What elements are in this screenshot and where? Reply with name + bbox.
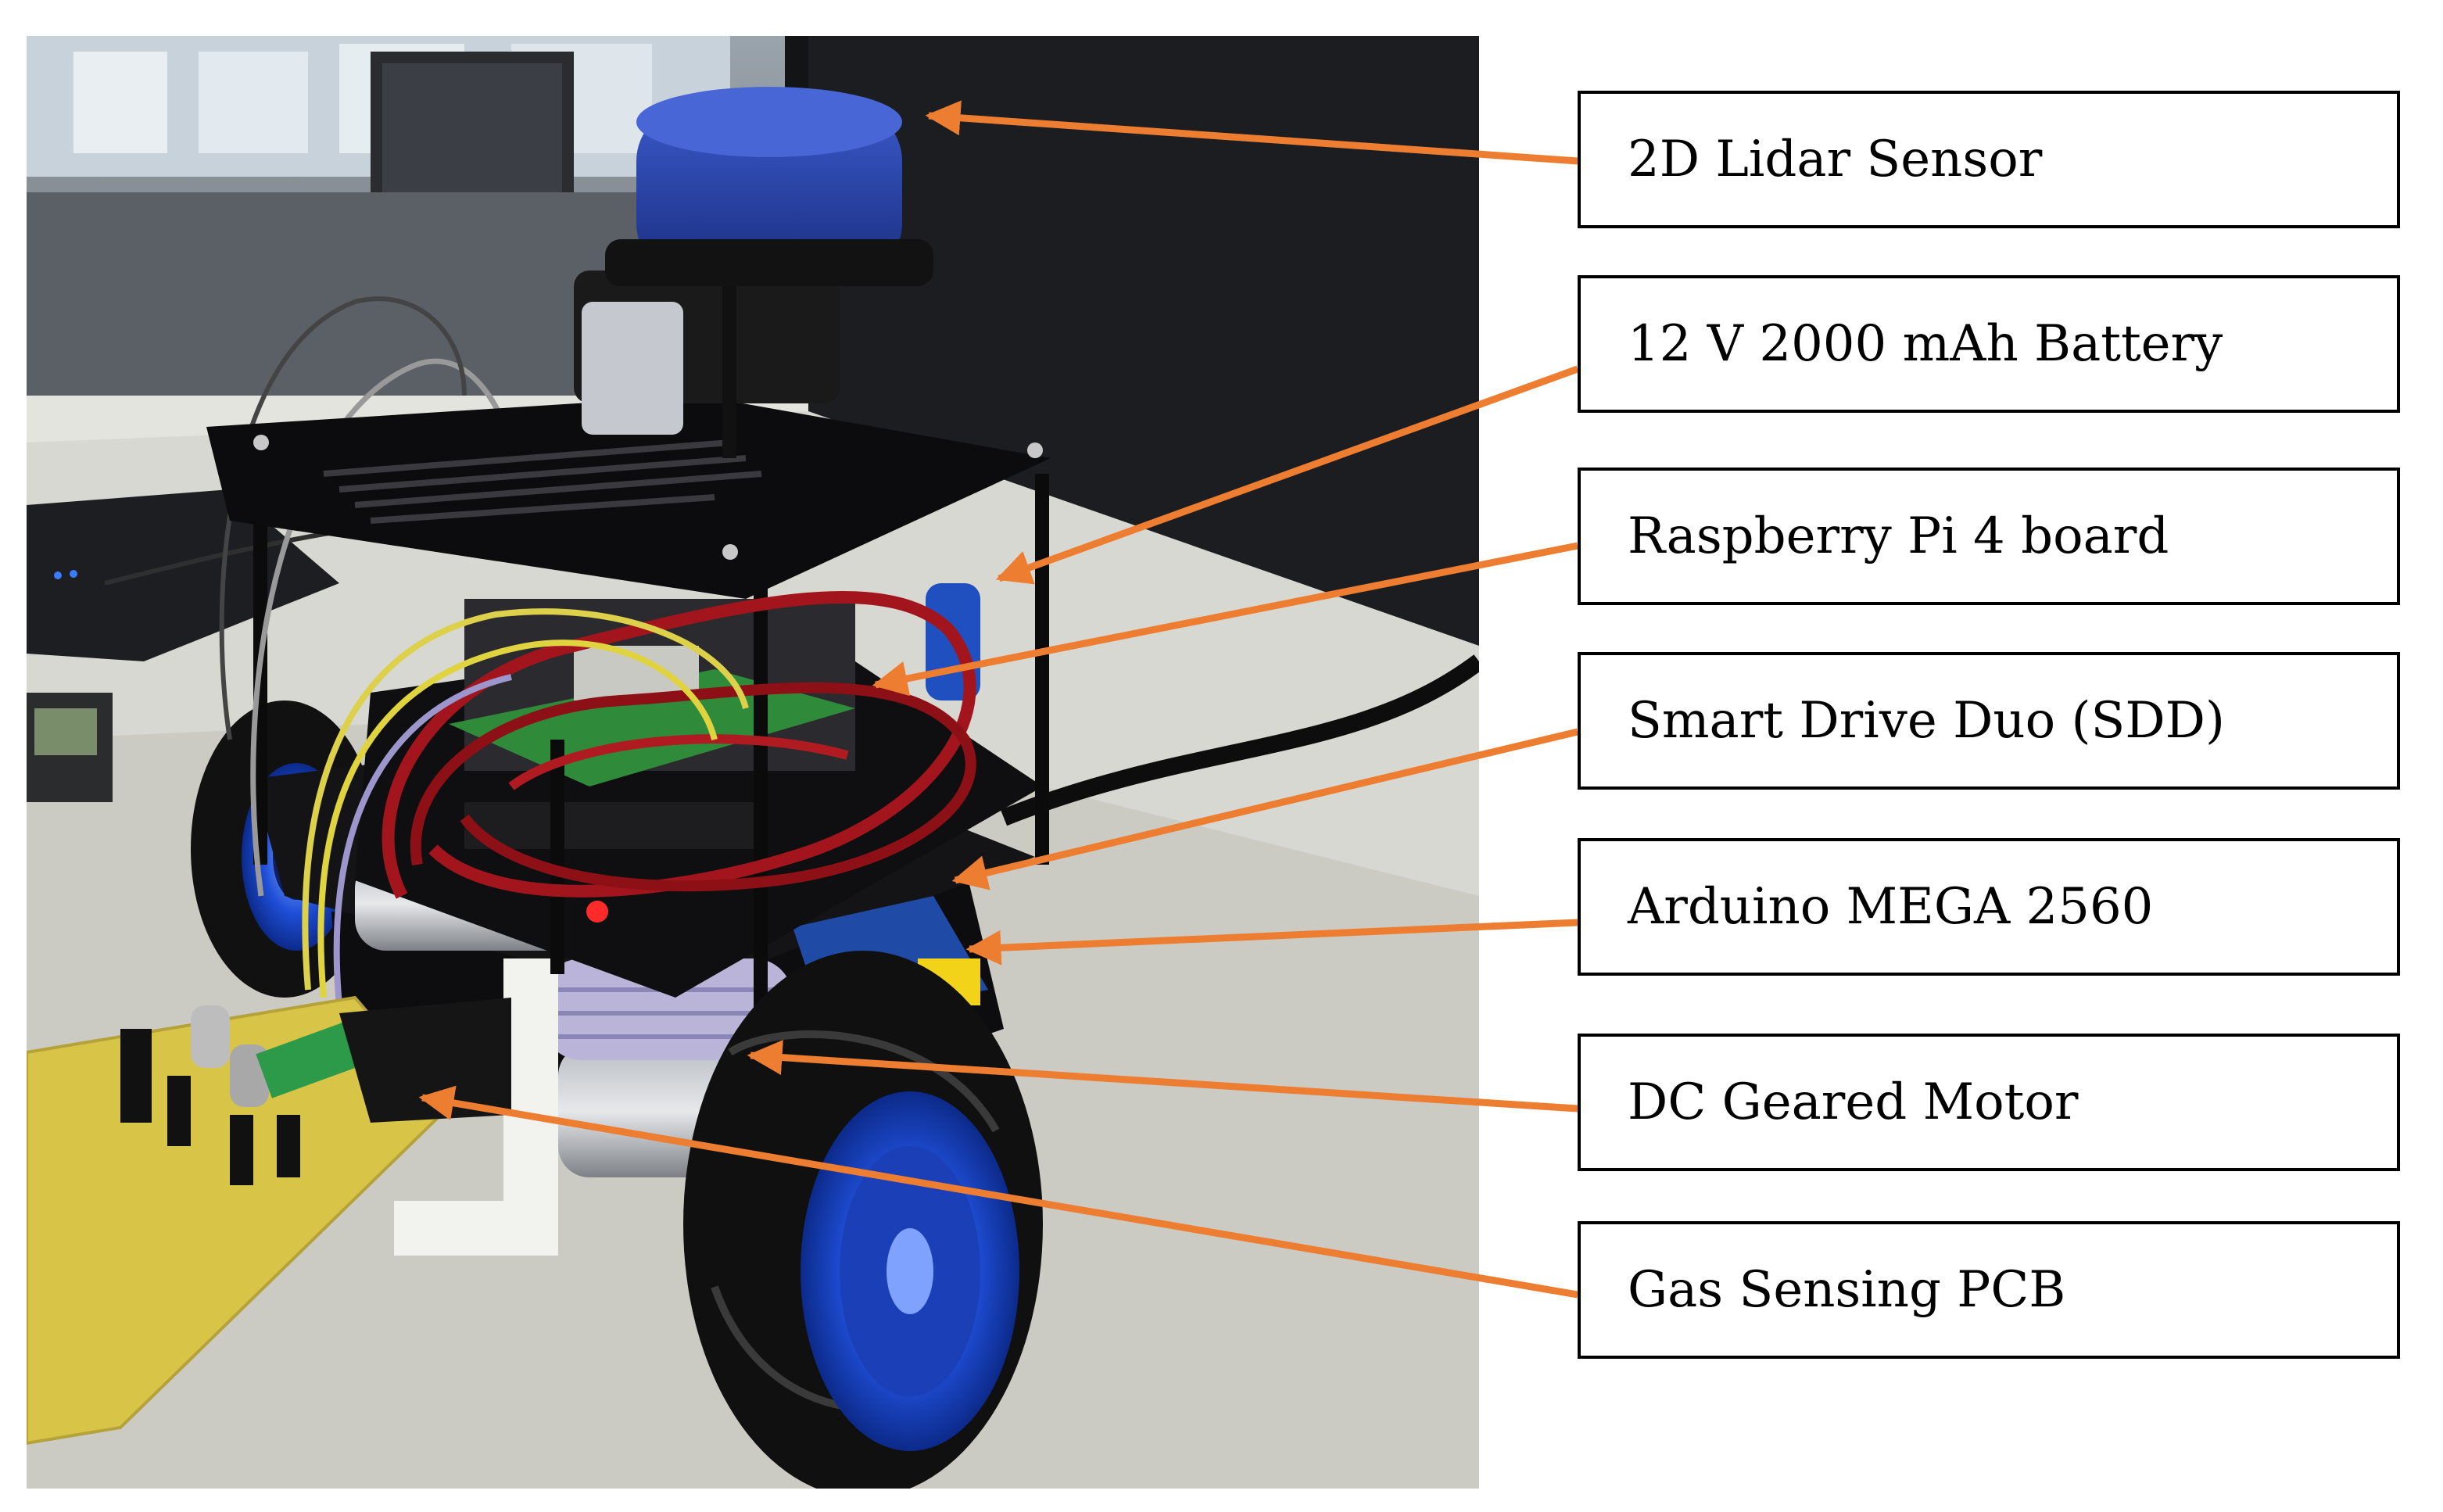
- label-box-arduino: Arduino MEGA 2560: [1578, 838, 2400, 976]
- robot-photo: [27, 36, 1479, 1489]
- label-box-gas: Gas Sensing PCB: [1578, 1221, 2400, 1359]
- label-box-sdd: Smart Drive Duo (SDD): [1578, 652, 2400, 790]
- label-box-lidar: 2D Lidar Sensor: [1578, 91, 2400, 228]
- label-battery: 12 V 2000 mAh Battery: [1628, 315, 2223, 373]
- label-lidar: 2D Lidar Sensor: [1628, 131, 2043, 188]
- label-raspberry: Raspberry Pi 4 board: [1628, 507, 2169, 565]
- label-motor: DC Geared Motor: [1628, 1073, 2079, 1131]
- label-gas: Gas Sensing PCB: [1628, 1261, 2066, 1319]
- label-box-battery: 12 V 2000 mAh Battery: [1578, 275, 2400, 413]
- label-arduino: Arduino MEGA 2560: [1628, 878, 2154, 936]
- label-box-raspberry: Raspberry Pi 4 board: [1578, 468, 2400, 605]
- label-sdd: Smart Drive Duo (SDD): [1628, 692, 2225, 750]
- label-box-motor: DC Geared Motor: [1578, 1034, 2400, 1171]
